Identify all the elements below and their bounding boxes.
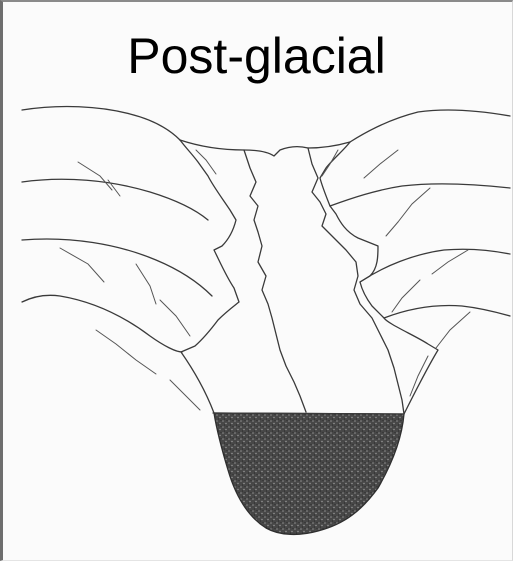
- left-ridge-4: [22, 295, 182, 352]
- right-ridge-4: [384, 306, 510, 319]
- left-hachure-3: [60, 248, 104, 282]
- right-hachure-6: [436, 312, 470, 348]
- left-ridge-1: [22, 107, 180, 140]
- left-ridge-3: [22, 239, 212, 296]
- left-hachure-4: [136, 264, 156, 304]
- left-hachure-8: [170, 380, 200, 410]
- sediment-infill: [214, 413, 404, 534]
- right-hachure-1: [364, 150, 398, 178]
- right-ridge-1: [350, 110, 510, 142]
- left-hachure-6: [160, 300, 190, 336]
- central-stepped-outline: [244, 150, 306, 412]
- left-hachure-5: [96, 330, 156, 374]
- valley-rim-right: [308, 142, 350, 148]
- right-hachure-8: [322, 150, 338, 176]
- right-valley-wall: [320, 142, 438, 414]
- right-hachure-3: [386, 222, 398, 236]
- right-ridge-2: [330, 184, 510, 206]
- right-hachure-2: [398, 188, 430, 222]
- left-ridge-2: [22, 179, 208, 220]
- left-hachure-1: [78, 162, 112, 190]
- left-hachure-7: [196, 150, 216, 174]
- right-hachure-7: [410, 356, 428, 396]
- right-hachure-5: [392, 280, 420, 312]
- right-hachure-4: [432, 250, 468, 274]
- right-ridge-3: [360, 249, 510, 282]
